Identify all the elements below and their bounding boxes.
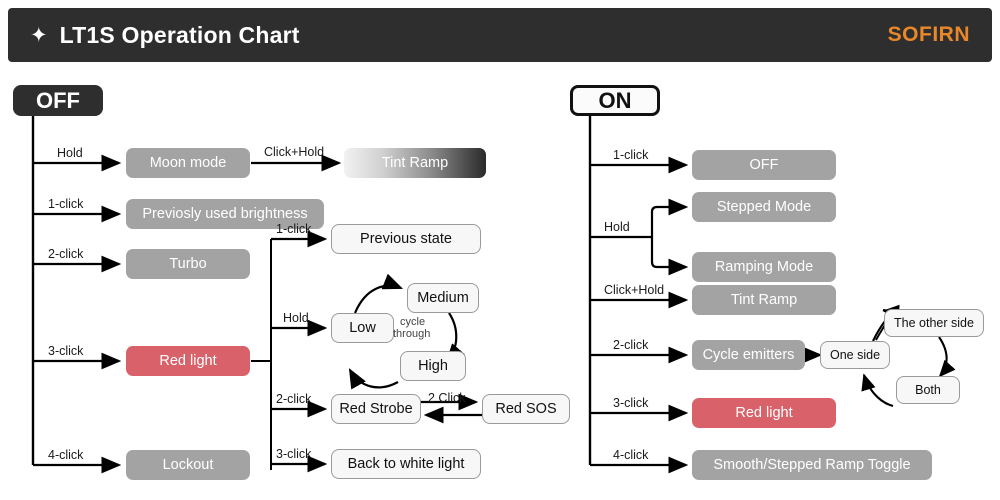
- node-cycle-emitters[interactable]: Cycle emitters: [692, 340, 805, 370]
- label-cycle-through-line1: cycle: [400, 316, 426, 328]
- label-off-4-click: 4-click: [48, 448, 84, 462]
- node-stepped-mode[interactable]: Stepped Mode: [692, 192, 836, 222]
- node-both[interactable]: Both: [896, 376, 960, 404]
- node-low[interactable]: Low: [331, 313, 394, 343]
- node-high[interactable]: High: [400, 351, 466, 381]
- node-on-root[interactable]: ON: [570, 85, 660, 116]
- node-red-light-off[interactable]: Red light: [126, 346, 250, 376]
- label-red-3-click-text: 3-click: [276, 447, 312, 461]
- connector-lines: [31, 115, 956, 474]
- page-title: LT1S Operation Chart: [59, 21, 300, 48]
- label-off-3-click: 3-click: [48, 344, 84, 358]
- label-off-click-hold: Click+Hold: [264, 145, 325, 159]
- label-red-1-click: 1-click: [276, 222, 312, 236]
- node-turbo[interactable]: Turbo: [126, 249, 250, 279]
- node-one-side[interactable]: One side: [820, 341, 890, 369]
- label-on-hold: Hold: [604, 220, 630, 234]
- header-left-group: ✦ LT1S Operation Chart: [30, 22, 300, 49]
- label-red-2-click-sos: 2 Click: [428, 391, 466, 405]
- label-off-2-click: 2-click: [48, 247, 84, 261]
- node-ramping-mode[interactable]: Ramping Mode: [692, 252, 836, 282]
- node-the-other-side[interactable]: The other side: [884, 309, 984, 337]
- node-previous-state[interactable]: Previous state: [331, 224, 481, 254]
- label-on-1-click: 1-click: [613, 148, 649, 162]
- node-medium[interactable]: Medium: [407, 283, 479, 313]
- node-off-root[interactable]: OFF: [13, 85, 103, 116]
- node-tint-ramp-on[interactable]: Tint Ramp: [692, 285, 836, 315]
- label-on-4-click: 4-click: [613, 448, 649, 462]
- label-on-2-click: 2-click: [613, 338, 649, 352]
- node-moon-mode[interactable]: Moon mode: [126, 148, 250, 178]
- node-red-light-on[interactable]: Red light: [692, 398, 836, 428]
- node-previously-used-brightness[interactable]: Previosly used brightness: [126, 199, 324, 229]
- node-red-sos[interactable]: Red SOS: [482, 394, 570, 424]
- label-off-1-click: 1-click: [48, 197, 84, 211]
- node-red-strobe[interactable]: Red Strobe: [331, 394, 421, 424]
- node-tint-ramp-off[interactable]: Tint Ramp: [344, 148, 486, 178]
- label-cycle-through-line2: through: [393, 328, 431, 340]
- diagram-canvas: OFF Moon mode Tint Ramp Previosly used b…: [0, 70, 1000, 500]
- node-back-to-white-light[interactable]: Back to white light: [331, 449, 481, 479]
- label-on-3-click: 3-click: [613, 396, 649, 410]
- node-smooth-stepped-ramp-toggle[interactable]: Smooth/Stepped Ramp Toggle: [692, 450, 932, 480]
- label-on-click-hold: Click+Hold: [604, 283, 665, 297]
- node-on-off[interactable]: OFF: [692, 150, 836, 180]
- label-red-hold: Hold: [283, 311, 309, 325]
- node-lockout[interactable]: Lockout: [126, 450, 250, 480]
- brand-logo-sofirn: SOFIRN: [887, 23, 970, 46]
- sparkle-icon: ✦: [30, 23, 48, 47]
- label-off-hold: Hold: [57, 146, 83, 160]
- app-header: ✦ LT1S Operation Chart SOFIRN: [8, 8, 992, 62]
- label-red-2-click: 2-click: [276, 392, 312, 406]
